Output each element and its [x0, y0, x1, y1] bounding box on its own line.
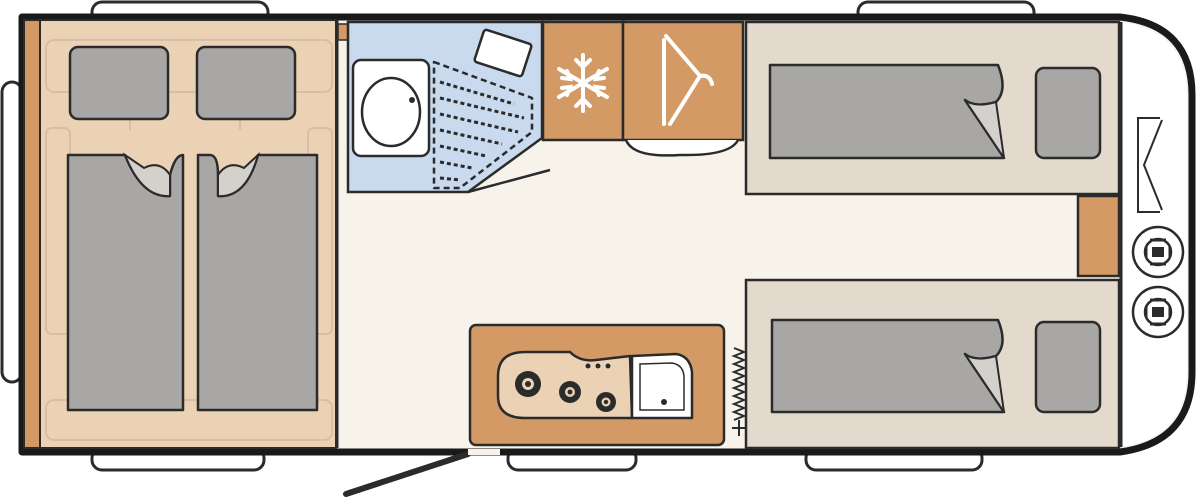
rear-pillow-right [195, 45, 297, 121]
kitchen-block [468, 323, 726, 447]
rear-bed-area [23, 19, 337, 449]
wardrobe [621, 20, 745, 157]
washroom [346, 20, 551, 194]
kitchen-sink-icon [630, 352, 694, 420]
rear-pillow-left [68, 45, 170, 121]
gas-bottle-icon-2 [1131, 285, 1185, 339]
snowflake-icon [557, 53, 609, 113]
mattress-left [768, 63, 1006, 160]
entrance-step-spring [731, 347, 747, 436]
coat-hanger-icon [662, 34, 714, 126]
washbasin [473, 28, 533, 78]
gas-bottle-icon [1131, 225, 1185, 279]
gas-hob-icon [496, 350, 634, 420]
front-bed-left [744, 20, 1121, 196]
pillow-right [1034, 320, 1102, 414]
toilet-icon [351, 58, 431, 158]
pillow-left [1034, 66, 1102, 160]
bedside-cabinet [1076, 194, 1121, 278]
front-bed-right [744, 278, 1121, 450]
front-locker-hatch [1137, 117, 1163, 213]
rear-mattress-right [196, 153, 319, 412]
entrance-door [343, 451, 471, 497]
mattress-right [770, 318, 1006, 414]
washroom-door [467, 168, 551, 194]
rear-wood-edge [23, 19, 41, 449]
wardrobe-door-arc [624, 139, 740, 157]
fridge [541, 20, 625, 142]
